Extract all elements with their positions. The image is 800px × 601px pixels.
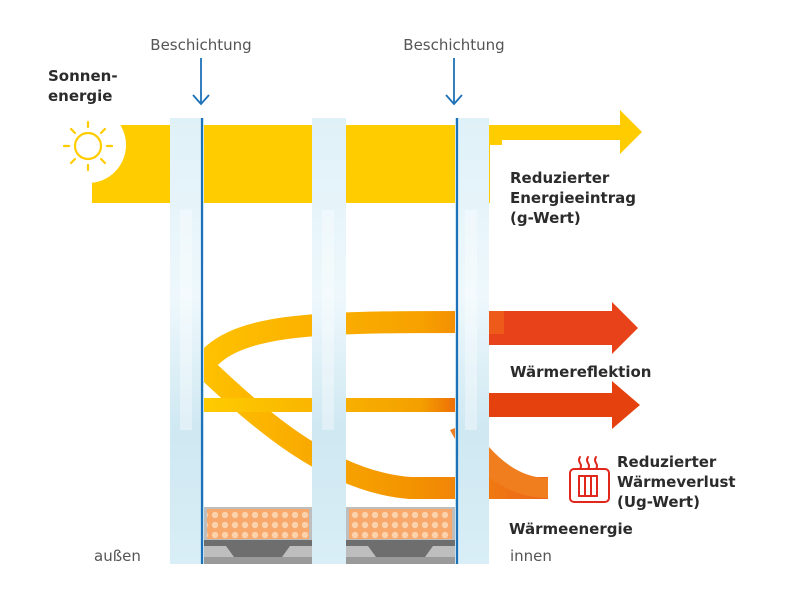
glass-pane-middle — [312, 118, 346, 564]
spacer-left — [204, 507, 312, 564]
heat-reflection-arc — [190, 302, 638, 377]
glass-pane-inner — [455, 118, 489, 564]
solar-energy-label-line2: energie — [48, 87, 112, 105]
heat-loss-curve — [197, 360, 548, 499]
energy-input-label-line1: Reduzierter — [510, 169, 610, 187]
heat-reflection-label: Wärmereflektion — [510, 363, 651, 381]
heat-energy-label: Wärmeenergie — [509, 520, 633, 538]
coating-label-right: Beschichtung — [403, 36, 504, 54]
sun-icon — [62, 120, 114, 172]
heat-loss-label-line3: (Ug-Wert) — [617, 493, 700, 511]
energy-input-label-line3: (g-Wert) — [510, 209, 581, 227]
spacer-right — [346, 507, 455, 564]
coating-label-left: Beschichtung — [150, 36, 251, 54]
outside-label: außen — [94, 547, 141, 565]
heat-loss-label-line1: Reduzierter — [617, 453, 717, 471]
glass-pane-outer — [170, 118, 204, 564]
solar-energy-arrow — [50, 107, 642, 203]
coating-arrow-left — [192, 58, 210, 106]
solar-energy-label-line1: Sonnen- — [48, 67, 118, 85]
heat-loss-label-line2: Wärmeverlust — [617, 473, 736, 491]
coating-arrow-right — [445, 58, 463, 106]
heat-reflection-arrow — [200, 381, 640, 429]
energy-input-label-line2: Energieeintrag — [510, 189, 636, 207]
inside-label: innen — [510, 547, 552, 565]
radiator-icon — [569, 456, 610, 503]
